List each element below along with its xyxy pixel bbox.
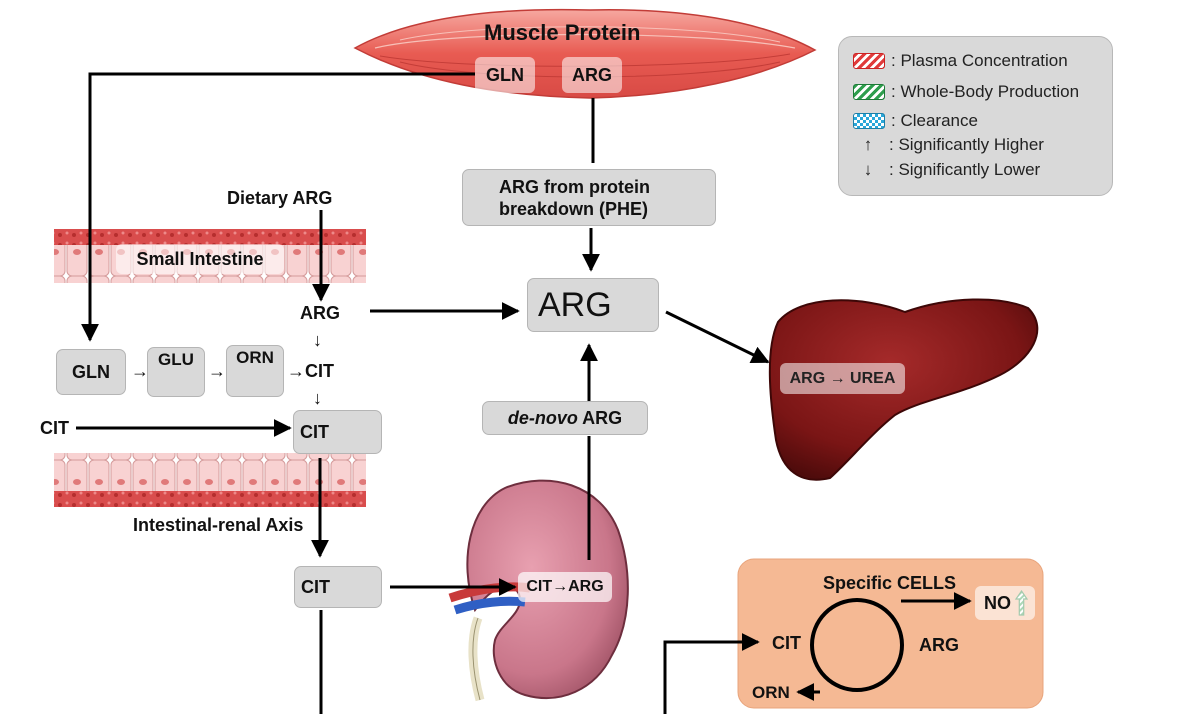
kidney-label: CIT→ARG [518, 572, 612, 602]
plasma-swatch [853, 53, 885, 69]
legend-higher-text: : Significantly Higher [889, 135, 1044, 154]
muscle-gln-label: GLN [475, 57, 535, 93]
cells-title: Specific CELLS [823, 573, 957, 593]
legend: : Plasma Concentration : Whole-Body Prod… [838, 36, 1113, 196]
muscle-title: Muscle Protein [484, 20, 641, 45]
denovo-text: ARG [577, 407, 623, 428]
plasma-cit-box: CIT [294, 566, 382, 608]
arrow-muscle-gln-to-gln [81, 72, 475, 342]
orn-label: ORN [236, 348, 274, 367]
legend-lower-text: : Significantly Lower [889, 160, 1041, 179]
glu-box: GLU [147, 347, 205, 397]
intestine-bottom-cells [54, 453, 366, 491]
cit-label: CIT [305, 361, 334, 381]
protein-breakdown-line1: ARG from protein [499, 176, 650, 197]
protein-breakdown-line2: breakdown (PHE) [499, 198, 649, 219]
muscle-illustration [353, 8, 817, 99]
legend-clearance: : Clearance [853, 111, 978, 131]
intestinal-renal-axis-label: Intestinal-renal Axis [133, 515, 304, 535]
glu-label: GLU [158, 350, 194, 369]
external-cit-label: CIT [40, 418, 69, 438]
legend-production-text: : Whole-Body Production [891, 82, 1080, 101]
legend-lower: ↓ : Significantly Lower [853, 160, 1040, 180]
enterocyte-cit-label: CIT [300, 421, 329, 442]
legend-production: : Whole-Body Production [853, 82, 1079, 102]
legend-clearance-text: : Clearance [891, 111, 978, 130]
central-arg-box: ARG [527, 278, 659, 332]
arrow-central-to-liver [665, 310, 770, 364]
no-box: NO [975, 586, 1035, 620]
denovo-arg-box: de-novo ARG [482, 401, 648, 435]
no-label: NO [984, 592, 1011, 613]
legend-plasma: : Plasma Concentration [853, 51, 1068, 71]
intestine-bottom-wall [54, 491, 366, 507]
down-arrow-icon: ↓ [863, 160, 873, 179]
legend-higher: ↑ : Significantly Higher [853, 135, 1044, 155]
intestine-arg-label: ARG [300, 303, 340, 323]
intestine-top-wall [54, 229, 366, 245]
production-swatch [853, 84, 885, 100]
gln-box: GLN [56, 349, 126, 395]
cells-arg-label: ARG [919, 635, 959, 655]
denovo-italic: de-novo [507, 407, 578, 428]
dietary-arg-label: Dietary ARG [227, 188, 333, 208]
arrow-to-cells-cit [663, 633, 760, 714]
cells-cit-label: CIT [772, 633, 801, 653]
orn-box: ORN [226, 345, 284, 397]
central-arg-label: ARG [538, 285, 612, 324]
clearance-swatch [853, 113, 885, 129]
legend-plasma-text: : Plasma Concentration [891, 51, 1068, 70]
up-arrow-icon: ↑ [863, 135, 873, 154]
chain-arrow-2: → [208, 361, 226, 381]
protein-breakdown-box: ARG from protein breakdown (PHE) [462, 169, 716, 226]
pathway-arrows [76, 72, 972, 714]
chain-arrow-3: → [287, 361, 305, 381]
chain-arrow-1: → [131, 361, 149, 381]
muscle-arg-label: ARG [562, 57, 622, 93]
cells-orn-label: ORN [752, 683, 790, 702]
down-arrow-1: ↓ [313, 330, 322, 350]
enterocyte-cit-box: CIT [293, 410, 382, 454]
plasma-cit-label: CIT [301, 576, 330, 597]
cells-cycle-circle [810, 598, 904, 692]
down-arrow-2: ↓ [313, 388, 322, 408]
liver-label: ARG → UREA [780, 363, 905, 394]
small-intestine-label: Small Intestine [116, 244, 284, 274]
